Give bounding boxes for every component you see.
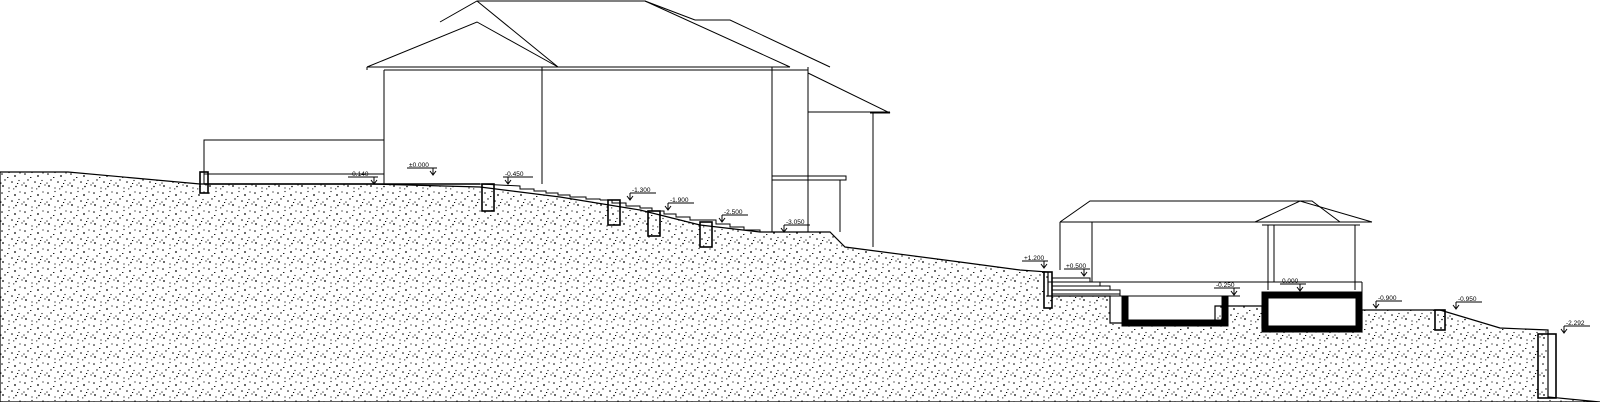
retaining-block xyxy=(699,221,713,248)
pool-left xyxy=(1121,295,1229,327)
level-marker: -3.050 xyxy=(780,219,810,233)
svg-text:±0.000: ±0.000 xyxy=(409,162,429,169)
svg-text:-1.300: -1.300 xyxy=(632,187,651,194)
level-marker: -2.500 xyxy=(718,209,748,223)
retaining-walls xyxy=(481,183,1557,399)
retaining-block xyxy=(481,183,495,212)
level-marker: -0.900 xyxy=(1372,295,1402,309)
svg-text:+1.200: +1.200 xyxy=(1024,255,1044,262)
pool-right xyxy=(1261,291,1363,333)
retaining-block xyxy=(1434,309,1446,331)
level-marker: -1.300 xyxy=(626,187,656,201)
level-marker: -2.292 xyxy=(1560,320,1590,334)
svg-text:-2.500: -2.500 xyxy=(724,209,743,216)
retaining-block xyxy=(647,210,661,237)
svg-text:-0.140: -0.140 xyxy=(350,171,369,178)
retaining-block xyxy=(607,199,621,226)
svg-text:+0.500: +0.500 xyxy=(1066,263,1086,270)
svg-text:-3.050: -3.050 xyxy=(786,219,805,226)
level-marker: -0.450 xyxy=(503,171,533,185)
lower-pavilion xyxy=(1048,200,1373,333)
svg-text:-0.950: -0.950 xyxy=(1458,296,1477,303)
level-marker: -0.140 xyxy=(348,171,378,185)
level-marker: 0.000 xyxy=(1280,278,1306,292)
level-marker: -0.250 xyxy=(1214,282,1240,296)
level-marker: -0.950 xyxy=(1452,296,1482,310)
ground-terrain xyxy=(0,171,1600,402)
garden-stairs xyxy=(479,183,761,232)
level-markers: -0.140 ±0.000 -0.450 -1.300 -1.900 -2.50… xyxy=(348,162,1590,334)
level-marker: +0.500 xyxy=(1064,263,1090,277)
level-marker: +1.200 xyxy=(1022,255,1048,269)
svg-text:0.000: 0.000 xyxy=(1282,278,1299,285)
main-house xyxy=(199,0,891,247)
svg-text:-1.900: -1.900 xyxy=(670,197,689,204)
svg-text:-0.450: -0.450 xyxy=(505,171,524,178)
svg-text:-0.250: -0.250 xyxy=(1216,282,1235,289)
svg-text:-0.900: -0.900 xyxy=(1378,295,1397,302)
retaining-block xyxy=(1537,333,1557,399)
level-marker: ±0.000 xyxy=(407,162,437,176)
svg-text:-2.292: -2.292 xyxy=(1566,320,1585,327)
level-marker: -1.900 xyxy=(664,197,694,211)
